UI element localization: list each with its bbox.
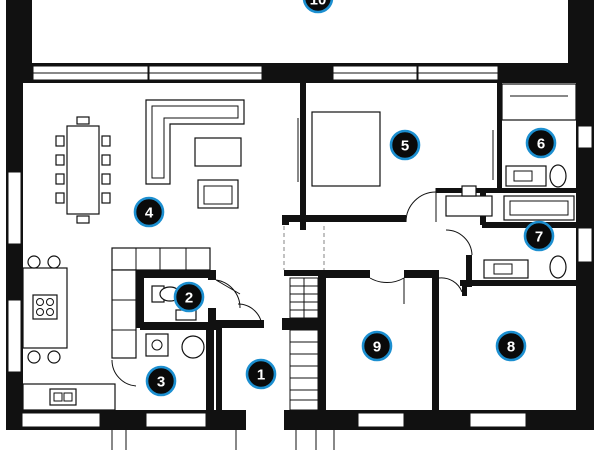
wc-toilet	[151, 285, 181, 303]
exterior-wall-right	[576, 80, 594, 425]
wardrobe-unit	[111, 247, 211, 359]
room-label-2: 2	[173, 281, 205, 313]
ensuite-vanity	[505, 165, 547, 187]
room-number-4: 4	[145, 205, 154, 222]
bathtub	[503, 195, 575, 221]
desk-chair	[461, 185, 477, 197]
room-label-8: 8	[495, 330, 527, 362]
room-number-6: 6	[537, 136, 545, 153]
room-label-3: 3	[145, 365, 177, 397]
room-number-2: 2	[185, 290, 193, 307]
room-number-8: 8	[507, 339, 515, 356]
interior-walls	[136, 80, 576, 415]
exterior-wall-bottom	[6, 410, 594, 450]
room-label-7: 7	[523, 220, 555, 252]
room-label-4: 4	[133, 196, 165, 228]
ensuite-toilet	[549, 164, 567, 188]
armchair	[197, 179, 239, 209]
room-label-10: 10	[302, 0, 334, 14]
room-label-1: 1	[245, 358, 277, 390]
bath-toilet	[549, 255, 567, 279]
sofa	[145, 99, 245, 185]
room-number-10: 10	[310, 0, 327, 9]
room-number-3: 3	[157, 374, 165, 391]
room-number-1: 1	[257, 367, 265, 384]
ensuite-shower	[501, 83, 577, 121]
room-label-9: 9	[361, 330, 393, 362]
washing-machine	[181, 335, 205, 359]
doors	[111, 191, 473, 387]
utility-sink	[145, 333, 169, 357]
dining-table	[55, 116, 111, 224]
exterior-wall-left	[6, 80, 23, 425]
coffee-table	[194, 137, 242, 167]
bed	[297, 111, 381, 187]
room-label-5: 5	[389, 129, 421, 161]
room-number-7: 7	[535, 229, 543, 246]
desk	[445, 195, 493, 217]
room-label-6: 6	[525, 127, 557, 159]
room-number-5: 5	[401, 138, 409, 155]
staircase	[283, 226, 325, 411]
cooktop-icon	[32, 294, 58, 320]
exterior-wall-top	[6, 63, 594, 83]
kitchen-sink	[22, 383, 116, 411]
room-number-9: 9	[373, 339, 381, 356]
bath-vanity	[483, 259, 529, 279]
